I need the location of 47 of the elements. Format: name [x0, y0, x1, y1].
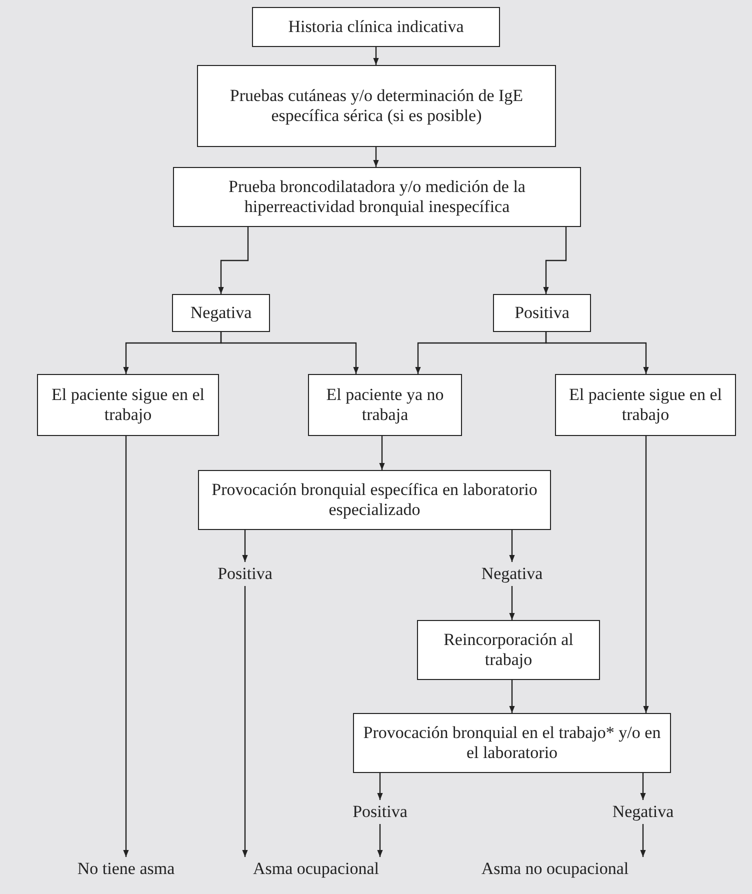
arrow	[509, 586, 515, 620]
arrow	[640, 824, 646, 857]
box-text: Prueba broncodilatadora y/o medición de la hiperreactividad bronquial inespecífica	[228, 177, 526, 217]
process-box	[173, 167, 581, 227]
box-text: Historia clínica indicativa	[288, 17, 464, 37]
process-box	[172, 294, 270, 332]
arrow	[242, 530, 248, 562]
process-box	[37, 374, 219, 436]
box-text: El paciente ya no trabaja	[325, 385, 445, 425]
outcome-text: Negativa	[481, 564, 543, 584]
process-box	[252, 7, 500, 47]
box-text: El paciente sigue en el trabajo	[50, 385, 206, 425]
arrow	[509, 530, 515, 562]
arrow	[543, 227, 567, 294]
arrow	[377, 824, 383, 857]
process-box	[555, 374, 736, 436]
box-text: Reincorporación al trabajo	[442, 630, 574, 670]
arrow	[640, 773, 646, 800]
box-text: Positiva	[514, 303, 570, 323]
arrow	[377, 773, 383, 800]
process-box	[197, 65, 556, 147]
outcome-text: Positiva	[352, 802, 408, 822]
outcome-text: Asma ocupacional	[252, 859, 380, 879]
box-text: Provocación bronquial específica en laboratorio especializado	[210, 480, 538, 520]
arrow	[509, 680, 515, 713]
arrow	[643, 436, 649, 713]
box-text: El paciente sigue en el trabajo	[568, 385, 723, 425]
arrow	[373, 147, 379, 167]
arrow	[379, 436, 385, 470]
process-box	[308, 374, 462, 436]
outcome-text: No tiene asma	[77, 859, 175, 879]
box-text: Provocación bronquial en el trabajo* y/o en el laboratorio	[362, 723, 662, 763]
process-box	[417, 620, 600, 680]
outcome-text: Positiva	[218, 564, 272, 584]
arrow	[373, 47, 379, 65]
arrow	[123, 436, 129, 857]
box-text: Negativa	[190, 303, 252, 323]
arrow	[545, 332, 649, 374]
box-text: Pruebas cutáneas y/o determinación de IgE específica sérica (si es posible)	[228, 86, 524, 126]
outcome-text: Asma no ocupacional	[481, 859, 629, 879]
process-box	[198, 470, 551, 530]
outcome-text: Negativa	[612, 802, 674, 822]
arrow	[242, 586, 248, 857]
process-box	[493, 294, 591, 332]
arrow	[218, 227, 249, 294]
process-box	[353, 713, 671, 773]
arrow	[220, 332, 359, 374]
